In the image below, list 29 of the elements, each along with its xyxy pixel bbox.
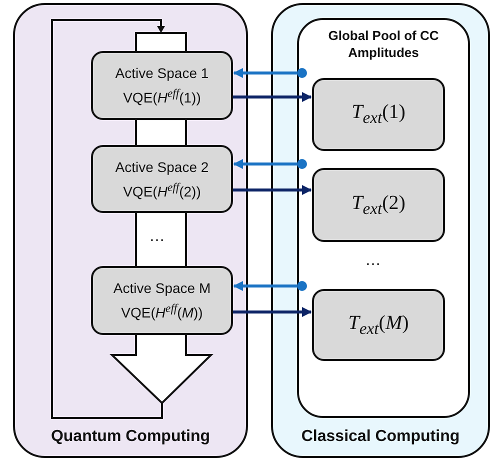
- box-title: Active Space 2: [115, 158, 209, 175]
- panel: [13, 3, 248, 458]
- formula-label: VQE(H$^{eff}$(2)): [123, 180, 201, 200]
- amplitude-label: T$_{ext}$(1): [352, 101, 406, 128]
- pool-title: Global Pool of CC Amplitudes: [327, 28, 440, 62]
- amplitude-box: [312, 168, 445, 242]
- formula-label: VQE(H$^{eff}$(M)): [121, 302, 203, 321]
- arrow: [233, 185, 312, 195]
- process-box: [91, 51, 233, 120]
- arrow: [233, 281, 307, 291]
- panel: [271, 3, 490, 458]
- box-title: Active Space M: [113, 280, 211, 296]
- process-box: [91, 145, 233, 213]
- amplitude-label: T$_{ext}$(M): [348, 312, 409, 338]
- amplitude-box: [312, 78, 445, 151]
- box-title: Active Space 1: [115, 65, 209, 82]
- ellipsis-label: …: [364, 252, 382, 270]
- process-box: [91, 266, 233, 335]
- arrow: [233, 92, 312, 102]
- arrow: [233, 68, 307, 78]
- panel-title: Quantum Computing: [50, 427, 210, 448]
- amplitude-box: [312, 289, 445, 361]
- formula-label: VQE(H$^{eff}$(1)): [123, 87, 201, 106]
- arrow: [233, 159, 307, 169]
- amplitude-label: T$_{ext}$(2): [352, 192, 406, 218]
- ellipsis-label: …: [148, 228, 166, 246]
- panel-title: Classical Computing: [301, 427, 460, 448]
- pool-box: [297, 18, 470, 418]
- arrow: [233, 307, 312, 317]
